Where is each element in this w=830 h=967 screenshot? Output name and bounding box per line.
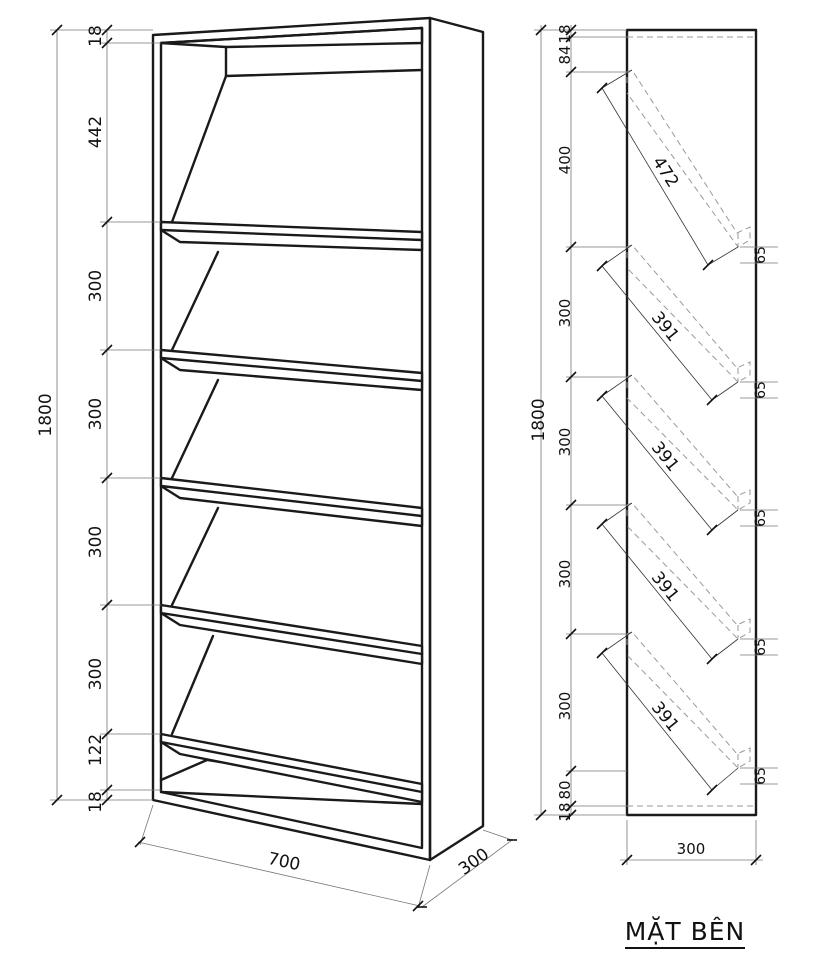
lip-height-2: 65 bbox=[753, 381, 769, 399]
lip-height-1: 65 bbox=[753, 246, 769, 264]
side-shelf-5 bbox=[626, 631, 751, 769]
side-seg-7: 80 bbox=[556, 780, 574, 799]
shelf-length-5: 391 bbox=[647, 698, 683, 736]
side-shelf-4 bbox=[626, 502, 751, 640]
back-panel-4 bbox=[170, 506, 220, 607]
top-back-edge bbox=[224, 45, 424, 78]
side-seg-6: 300 bbox=[556, 692, 574, 721]
front-depth-dimension bbox=[417, 829, 517, 908]
shelf-length-3: 391 bbox=[647, 438, 683, 476]
front-width-label: 700 bbox=[266, 849, 302, 875]
lip-height-5: 65 bbox=[753, 767, 769, 785]
front-seg-6: 122 bbox=[86, 734, 106, 766]
front-segment-labels: 18 442 300 300 300 300 122 18 bbox=[86, 25, 106, 813]
side-segment-labels: 18 84 400 300 300 300 300 80 18 bbox=[556, 24, 574, 821]
front-view: 1800 18 442 300 300 300 300 122 18 700 bbox=[36, 16, 517, 912]
side-total-height-label: 1800 bbox=[529, 398, 549, 441]
back-panel-1 bbox=[170, 74, 228, 224]
side-shelf-length-dimensions bbox=[596, 69, 739, 796]
side-view-title: MẶT BÊN bbox=[625, 916, 746, 946]
shelf-length-1: 472 bbox=[648, 153, 682, 191]
front-seg-4: 300 bbox=[86, 526, 106, 558]
side-seg-2: 400 bbox=[556, 146, 574, 175]
shelf-3-edge bbox=[159, 484, 424, 518]
shelf-5-edge bbox=[159, 740, 424, 794]
back-panel-2 bbox=[170, 250, 220, 352]
front-seg-2: 300 bbox=[86, 270, 106, 302]
side-seg-4: 300 bbox=[556, 428, 574, 457]
shelf-2-edge bbox=[159, 356, 424, 383]
side-height-dimensions bbox=[534, 24, 630, 821]
side-seg-5: 300 bbox=[556, 560, 574, 589]
front-seg-top: 18 bbox=[86, 25, 106, 47]
front-seg-1: 442 bbox=[86, 116, 106, 148]
front-seg-bottom: 18 bbox=[86, 791, 106, 813]
front-height-dimensions bbox=[50, 24, 161, 806]
shelf-4-edge bbox=[159, 611, 424, 656]
side-seg-0: 18 bbox=[556, 24, 574, 43]
front-seg-3: 300 bbox=[86, 398, 106, 430]
cabinet-inner-opening bbox=[159, 26, 424, 850]
back-panel-5 bbox=[170, 634, 215, 736]
side-shelf-3 bbox=[626, 374, 751, 511]
side-panel-outline bbox=[625, 28, 758, 817]
back-panel-3 bbox=[170, 378, 220, 480]
front-seg-5: 300 bbox=[86, 658, 106, 690]
side-view: 472 391 391 391 391 65 65 65 65 65 bbox=[529, 24, 778, 949]
lip-height-4: 65 bbox=[753, 638, 769, 656]
front-width-dimension bbox=[134, 804, 431, 912]
side-width-dimension bbox=[620, 820, 763, 866]
bottom-board-edge bbox=[159, 790, 424, 806]
lip-height-3: 65 bbox=[753, 509, 769, 527]
side-seg-8: 18 bbox=[556, 802, 574, 821]
side-shelf-2 bbox=[626, 244, 751, 383]
side-seg-3: 300 bbox=[556, 299, 574, 328]
side-seg-1: 84 bbox=[556, 45, 574, 64]
side-width-label: 300 bbox=[677, 840, 706, 858]
shelf-1-edge bbox=[159, 228, 424, 242]
side-lip-dimensions bbox=[740, 246, 778, 785]
side-shelf-length-labels: 472 391 391 391 391 bbox=[647, 153, 683, 736]
cabinet-front-frame bbox=[151, 16, 432, 862]
top-board bbox=[159, 26, 424, 49]
front-depth-label: 300 bbox=[455, 844, 493, 879]
cabinet-side-panel bbox=[428, 16, 485, 862]
shelf-length-2: 391 bbox=[647, 308, 683, 346]
front-total-height-label: 1800 bbox=[36, 393, 56, 436]
side-lip-labels: 65 65 65 65 65 bbox=[753, 246, 769, 785]
side-shelf-1 bbox=[626, 69, 751, 248]
shelf-length-4: 391 bbox=[647, 568, 683, 606]
